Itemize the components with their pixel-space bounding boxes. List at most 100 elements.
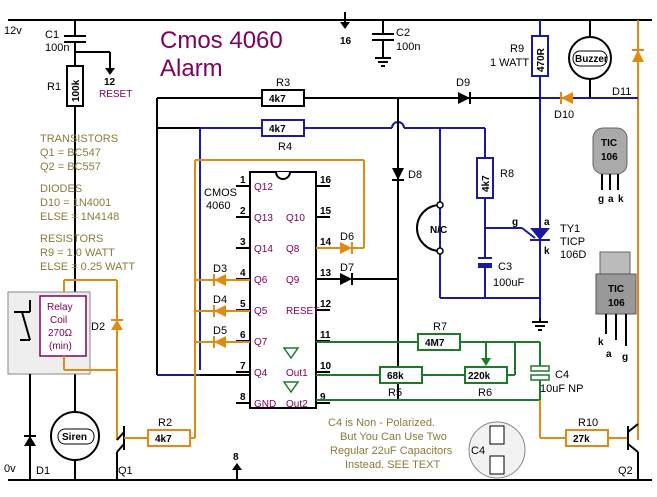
ic-pin-number: 9 <box>320 392 326 403</box>
tic106-top-package: TIC 106 g a k <box>592 127 628 205</box>
r3-resistor <box>261 89 305 107</box>
tic-bot-k: k <box>598 337 604 348</box>
d8-group: D8 <box>392 98 422 400</box>
ic-pin-number: 8 <box>240 392 246 403</box>
ic-name: CMOS <box>204 187 237 199</box>
tic-top-l2: 106 <box>601 152 618 163</box>
ic-pin-label: Q12 <box>254 182 273 193</box>
c4-name: C4 <box>555 369 569 381</box>
tic-top-l1: TIC <box>601 138 617 149</box>
ic-pin-number: 2 <box>240 206 246 217</box>
r10-value: 27k <box>573 434 590 445</box>
ty1-part2: 106D <box>560 249 586 261</box>
tic-bot-l2: 106 <box>608 298 625 309</box>
c2-value: 100n <box>396 41 420 53</box>
r4-resistor <box>261 119 305 137</box>
pin16-label: 16 <box>340 36 352 47</box>
resistors-else: ELSE = 0.25 WATT <box>40 261 135 273</box>
buzzer-label: Buzzer <box>575 54 608 65</box>
tic-bot-g: g <box>622 352 628 363</box>
d10-label: D10 <box>554 109 574 121</box>
ic-pin-label: Q7 <box>254 337 268 348</box>
ic-pin-label: Q6 <box>254 275 268 286</box>
c1-name: C1 <box>45 29 59 41</box>
ic-pin-number: 13 <box>320 268 332 279</box>
tic-top-k: k <box>618 194 624 205</box>
oscillator-group: 4M7 R7 68k R5 220k R6 C4 10uF NP <box>316 321 583 401</box>
r7-name: R7 <box>433 321 447 333</box>
ty1-g-label: g <box>512 217 518 228</box>
pin16-c2-group: 16 C2 100n <box>340 12 420 67</box>
r1-value: 100k <box>71 79 82 102</box>
ic-pin-number: 10 <box>320 361 332 372</box>
r6-name: R6 <box>478 387 492 399</box>
power-rails: 12v 0v <box>4 19 652 481</box>
d11-label: D11 <box>612 86 631 98</box>
ty1-k-label: k <box>544 246 550 257</box>
diodes-else: ELSE = 1N4148 <box>40 211 119 223</box>
pin8-group: 8 <box>232 452 242 480</box>
tic-top-a: a <box>608 194 614 205</box>
d8-label: D8 <box>408 169 422 181</box>
resistors-heading: RESISTORS <box>40 233 103 245</box>
scr-group: 4k7 R8 C3 100uF g a k TY1 TICP 106D N/C <box>416 98 586 331</box>
ty1-name: TY1 <box>560 223 580 235</box>
r1-name: R1 <box>47 81 61 93</box>
r3-value: 4k7 <box>269 94 286 105</box>
ic-pin-label: Q14 <box>254 244 273 255</box>
c2-name: C2 <box>396 27 410 39</box>
r4-name: R4 <box>278 141 292 153</box>
ic-pin-label: Q4 <box>254 368 268 379</box>
ic-number: 4060 <box>206 200 230 212</box>
ic-pin-label: Q9 <box>286 275 300 286</box>
pin8-label: 8 <box>233 452 239 463</box>
parts-list: TRANSISTORS Q1 = BC547 Q2 = BC557 DIODES… <box>40 133 135 273</box>
transistors-q2: Q2 = BC557 <box>40 161 101 173</box>
ty1-part: TICP <box>560 236 585 248</box>
ic-pin-number: 5 <box>240 299 246 310</box>
ic-pin-label: Out1 <box>286 368 308 379</box>
r3-name: R3 <box>276 77 290 89</box>
diodes-heading: DIODES <box>40 183 82 195</box>
ic-pin-label: RESET <box>286 306 319 317</box>
ic-pin-label: Out2 <box>286 399 308 410</box>
rail-0v-label: 0v <box>4 463 16 475</box>
ic-pin-label: GND <box>254 399 276 410</box>
note-line2: But You Can Use Two <box>340 431 447 443</box>
transistors-q1: Q1 = BC547 <box>40 147 101 159</box>
ic-pin-number: 12 <box>320 299 332 310</box>
ic-pin-label: Q13 <box>254 213 273 224</box>
r8-name: R8 <box>500 168 514 180</box>
c4-alt-label: C4 <box>471 445 485 457</box>
title-line1: Cmos 4060 <box>160 27 283 54</box>
r9-note: 1 WATT <box>490 57 529 69</box>
transistors-heading: TRANSISTORS <box>40 133 118 145</box>
ic-pin-number: 3 <box>240 237 246 248</box>
c4-alt-symbol <box>468 421 526 479</box>
q-output-diodes: D6 D7 D3 D4 D5 <box>194 159 398 360</box>
ic-pin-number: 1 <box>240 175 246 186</box>
r5-value: 68k <box>387 371 404 382</box>
r2-name: R2 <box>158 417 172 429</box>
r3-r4-d9-group: 4k7 R3 D9 4k7 R4 <box>156 77 540 376</box>
r9-name: R9 <box>510 43 524 55</box>
relay-line2: Coil <box>50 315 67 326</box>
ic-pin-number: 11 <box>320 330 331 341</box>
d4-label: D4 <box>213 294 227 306</box>
note-line1: C4 is Non - Polarized. <box>328 417 435 429</box>
d1-label: D1 <box>36 465 50 477</box>
relay-line1: Relay <box>47 302 73 313</box>
c1-value: 100n <box>45 42 69 54</box>
tic-bot-l1: TIC <box>608 284 624 295</box>
d2-label: D2 <box>91 321 105 333</box>
siren-label: Siren <box>62 432 87 443</box>
reset-pin-number: 12 <box>104 77 116 88</box>
d5-label: D5 <box>213 325 227 337</box>
q1-group: 4k7 R2 Q1 <box>116 360 196 480</box>
rail-12v-label: 12v <box>4 25 22 37</box>
d7-label: D7 <box>340 262 354 274</box>
ic-pin-label: Q5 <box>254 306 268 317</box>
r5-resistor <box>379 366 423 384</box>
